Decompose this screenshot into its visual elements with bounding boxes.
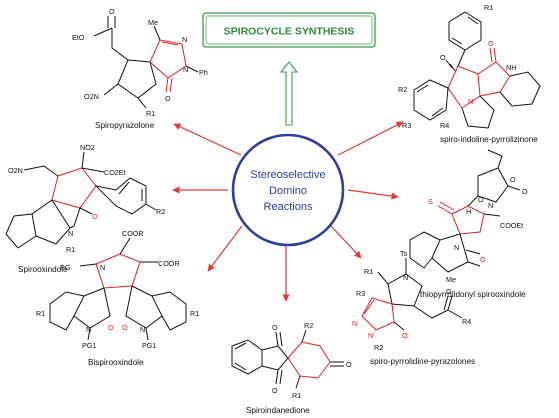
atom-o: O — [92, 212, 98, 221]
structure-spiroindanedione — [231, 329, 344, 389]
atom-o: O — [510, 175, 516, 184]
atom-o: O — [165, 94, 171, 103]
structure-spiropyrazolone — [93, 16, 199, 109]
atom-n: N — [183, 65, 188, 74]
atom-pg1: PG1 — [142, 341, 156, 350]
atom-r1: R1 — [36, 309, 45, 318]
label-bispirooxindole: Bispirooxindole — [88, 358, 144, 367]
label-spiroindanedione: Spiroindanedione — [246, 406, 310, 415]
arrow-to-spiro-pyrrolidine-pyrazolones — [330, 225, 362, 259]
structure-spiro-pyrrolidine-pyrazolones — [361, 258, 463, 331]
atom-o: O — [478, 195, 484, 204]
atom-o: O — [522, 187, 528, 196]
atom-n: N — [468, 97, 473, 106]
center-line-1: Stereoselective — [250, 169, 325, 181]
atom-coor: COOR — [158, 259, 180, 268]
atom-r4: R4 — [440, 121, 449, 130]
atom-o2n: O2N — [84, 92, 99, 101]
atom-eto: EtO — [72, 33, 85, 42]
atom-co2et: CO2Et — [104, 168, 126, 177]
atom-no2: NO2 — [80, 143, 95, 152]
atom-o: O — [402, 331, 408, 340]
atom-me: Me — [148, 18, 158, 27]
atom-r1: R1 — [66, 245, 75, 254]
arrow-to-thiopyrrolidonyl — [347, 189, 399, 200]
atom-r2: R2 — [304, 321, 313, 330]
atom-n: N — [368, 331, 373, 340]
atom-n: N — [100, 263, 105, 272]
label-spiropyrazolone: Spiropyrazolone — [95, 121, 155, 130]
atom-r1: R1 — [364, 267, 373, 276]
atom-r1: R1 — [292, 391, 301, 400]
label-thiopyrrolidonyl: thiopyrrolidonyl spirooxindole — [420, 290, 526, 299]
atom-h: H — [466, 207, 471, 216]
atom-o2n: O2N — [8, 166, 23, 175]
center-line-2: Domino — [269, 185, 307, 197]
atom-n: N — [86, 325, 91, 334]
atom-o: O — [446, 287, 452, 296]
atom-n: N — [488, 201, 493, 210]
arrow-to-spiropyrazolone — [173, 123, 242, 156]
atom-r3: R3 — [402, 121, 411, 130]
atom-me: Me — [446, 275, 456, 284]
atom-o: O — [272, 386, 278, 395]
title-box: SPIROCYCLE SYNTHESIS — [202, 12, 376, 48]
arrow-to-bispirooxindole — [207, 225, 243, 272]
atom-o: O — [108, 323, 114, 332]
atom-r2: R2 — [156, 207, 165, 216]
atom-nh: NH — [506, 63, 516, 72]
atom-o: O — [440, 53, 446, 62]
atom-o: O — [346, 360, 352, 369]
atom-n: N — [454, 243, 459, 252]
atom-o: O — [480, 255, 486, 264]
atom-pg1: PG1 — [82, 341, 96, 350]
label-spiro-indoline-pyrrolizinone: spiro-indoline-pyrrolizinone — [440, 135, 538, 144]
atom-n: N — [182, 35, 187, 44]
label-spirooxindole: Spirooxindole — [18, 265, 68, 274]
atom-pg: PG — [60, 263, 71, 272]
atom-n: N — [140, 325, 145, 334]
atom-ph: Ph — [199, 68, 208, 77]
center-node: Stereoselective Domino Reactions — [231, 133, 345, 247]
atom-o: O — [122, 323, 128, 332]
atom-o: O — [272, 323, 278, 332]
structure-thiopyrrolidonyl — [409, 149, 521, 273]
structure-bispirooxindole — [49, 237, 187, 341]
atom-n: N — [68, 229, 73, 238]
reaction-arrows — [172, 121, 404, 302]
atom-r1: R1 — [484, 3, 493, 12]
atom-n: N — [403, 273, 408, 282]
atom-r4: R4 — [462, 317, 471, 326]
atom-r1: R1 — [190, 309, 199, 318]
atom-r2: R2 — [374, 343, 383, 352]
atom-r2: R2 — [398, 85, 407, 94]
label-spiro-pyrrolidine-pyrazolones: spiro-pyrrolidine-pyrazolones — [370, 357, 475, 366]
atom-r3: R3 — [356, 289, 365, 298]
atom-o: O — [488, 39, 494, 48]
atom-o: O — [109, 7, 115, 16]
atom-s: S — [428, 197, 433, 206]
structure-spirooxindole — [5, 151, 157, 249]
atom-ts: Ts — [400, 249, 408, 258]
center-line-3: Reactions — [264, 201, 313, 213]
arrow-to-spiro-indoline-pyrrolizinone — [337, 121, 404, 156]
title-text: SPIROCYCLE SYNTHESIS — [224, 26, 355, 38]
structure-spiro-indoline-pyrrolizinone — [413, 11, 541, 129]
atom-r1: R1 — [146, 109, 155, 118]
atom-coor: COOR — [122, 229, 144, 238]
up-arrow — [279, 61, 299, 126]
atom-n: N — [352, 319, 357, 328]
atom-cooet: COOEt — [500, 221, 523, 230]
